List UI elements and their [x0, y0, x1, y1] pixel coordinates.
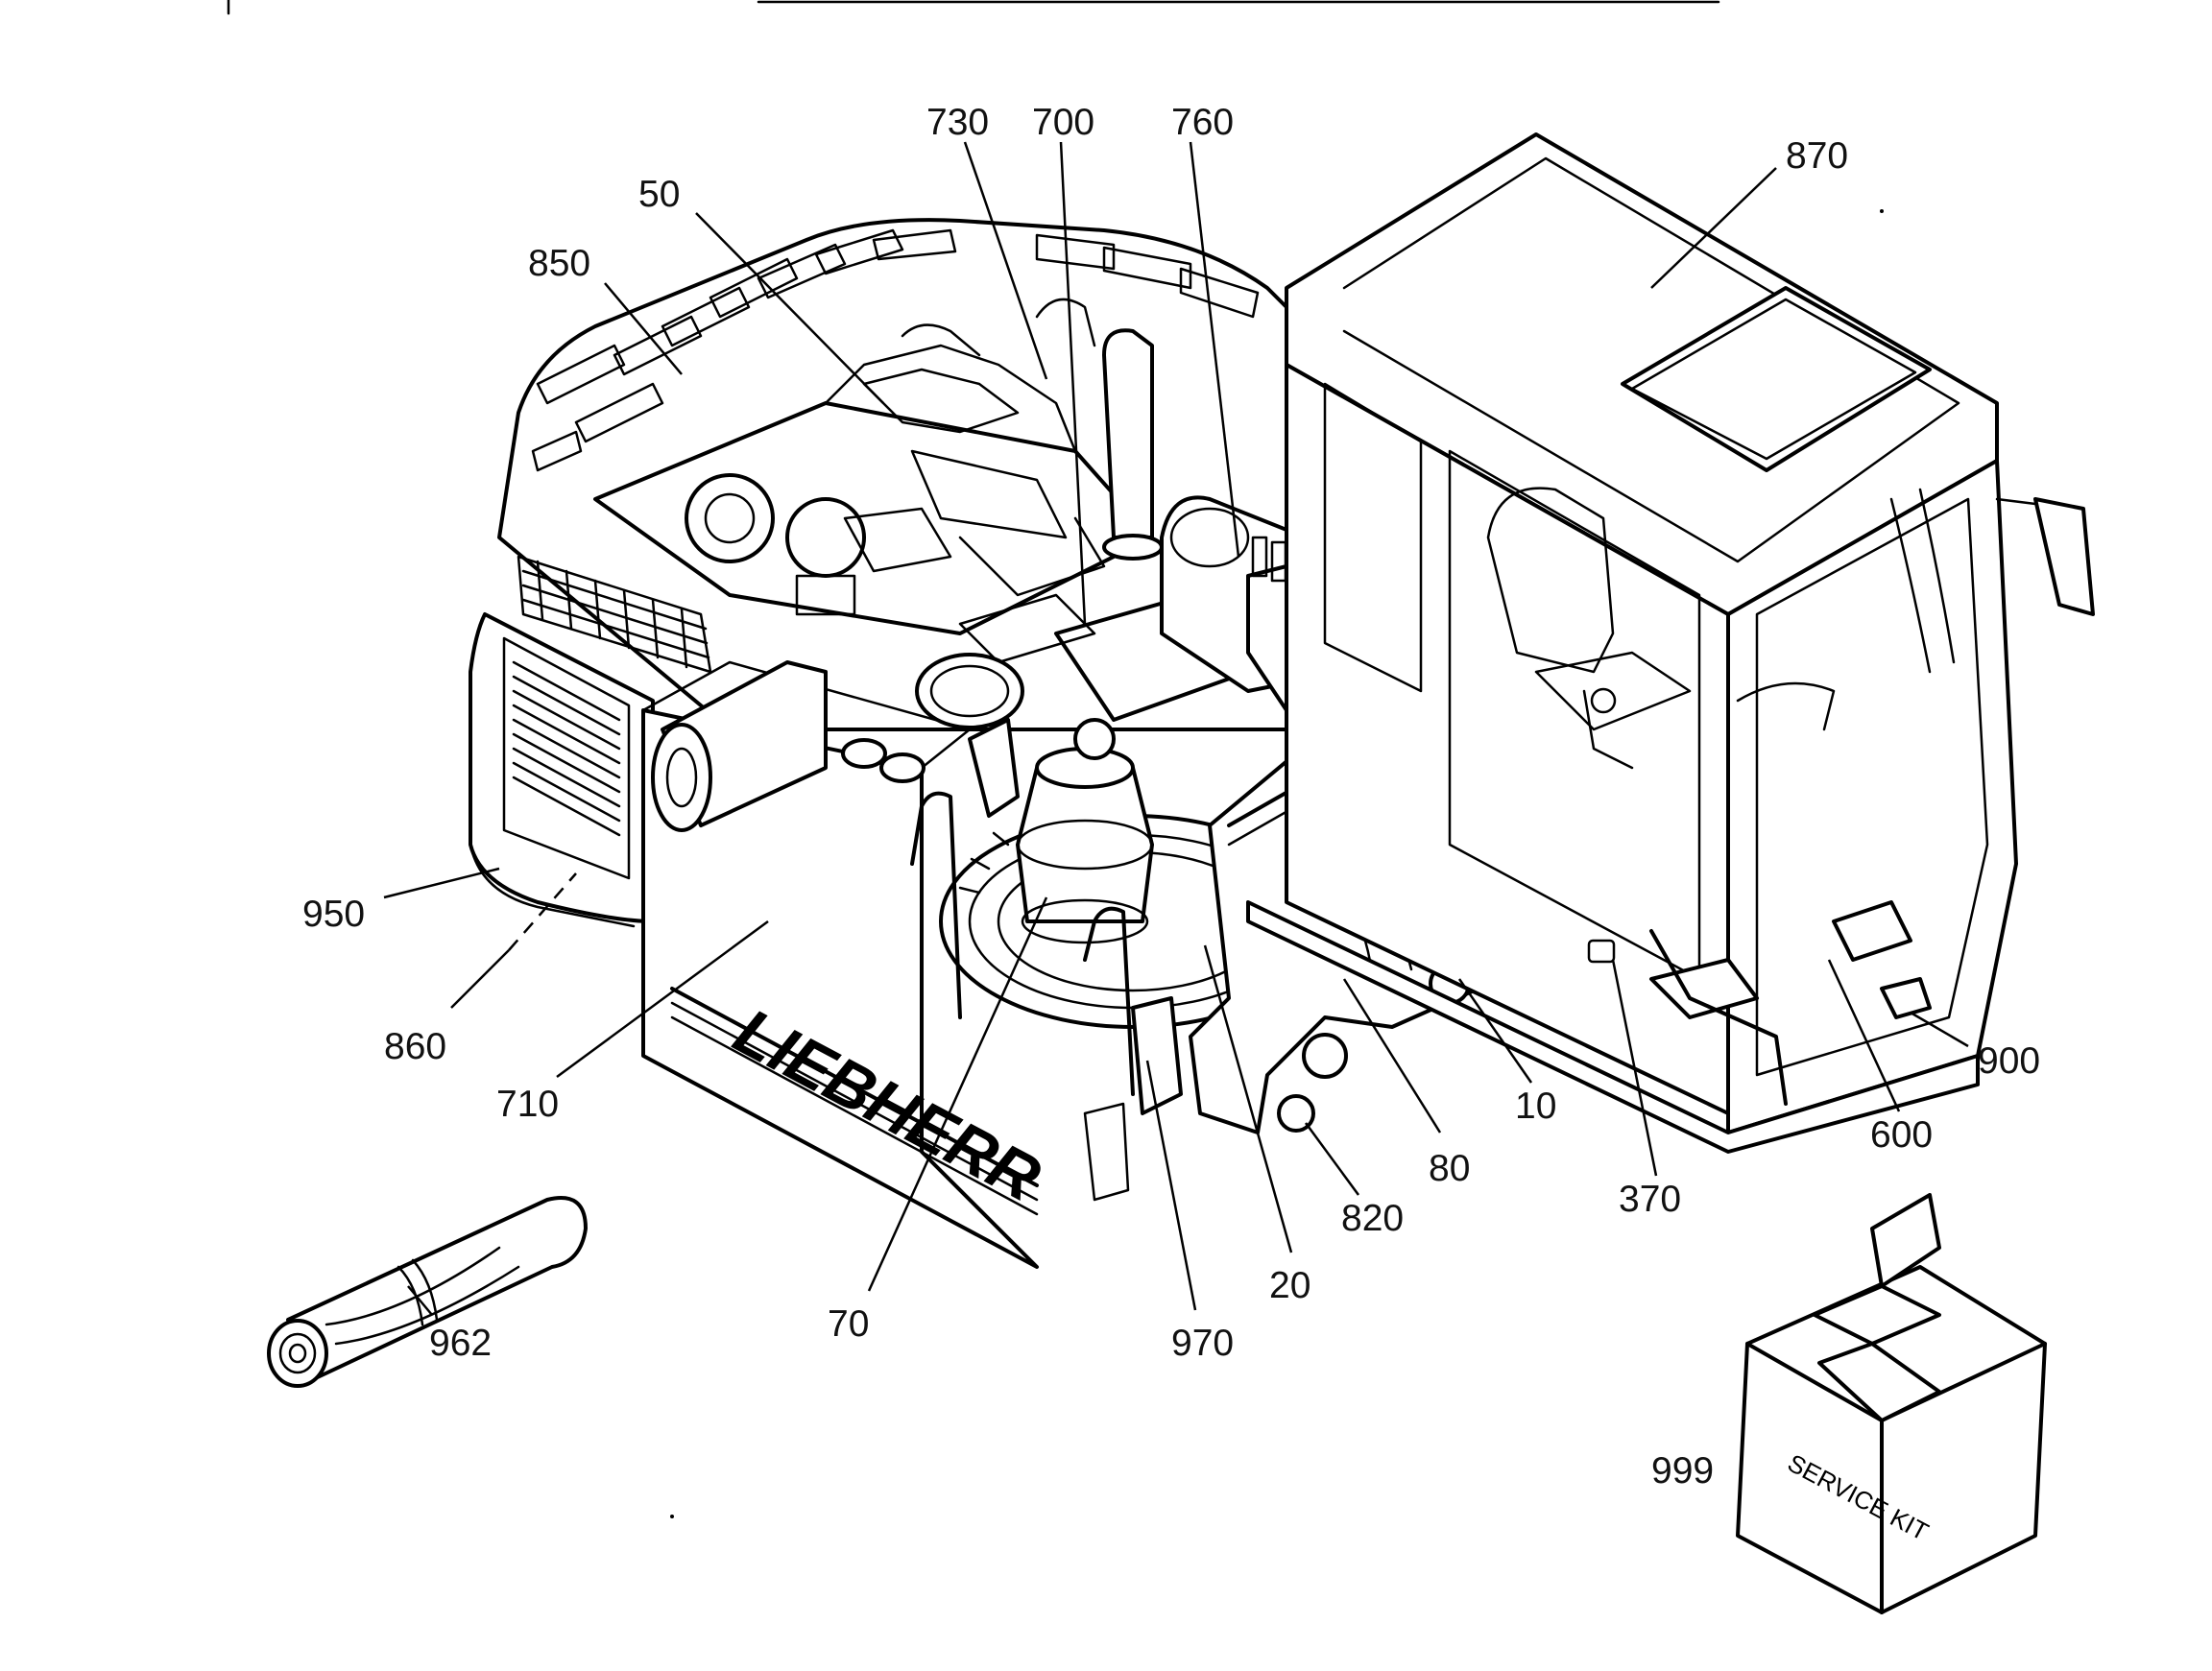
callout-labels: 730 700 760 870 50 850 950 860 710 900 1…	[302, 102, 2040, 1492]
callout-730: 730	[926, 102, 989, 143]
callout-900: 900	[1978, 1040, 2040, 1082]
callout-999: 999	[1651, 1450, 1714, 1492]
callout-20: 20	[1269, 1265, 1310, 1306]
callout-870: 870	[1786, 135, 1848, 177]
hand-rails	[910, 718, 1183, 1202]
hatch-cover	[841, 653, 1024, 783]
callout-820: 820	[1341, 1198, 1404, 1239]
callout-860: 860	[384, 1026, 446, 1067]
callout-70: 70	[828, 1303, 869, 1345]
leader-lines	[383, 141, 1969, 1316]
air-filter	[651, 660, 828, 832]
service-kit-box: SERVICE KIT	[1736, 1193, 2047, 1614]
callout-970: 970	[1171, 1323, 1234, 1364]
speck	[670, 1515, 674, 1518]
callout-850: 850	[528, 243, 590, 284]
callout-80: 80	[1429, 1148, 1470, 1189]
swing-motor	[1016, 718, 1154, 944]
callout-600: 600	[1870, 1114, 1933, 1156]
rolled-floor-mat	[267, 1196, 588, 1388]
callout-370: 370	[1619, 1179, 1681, 1220]
callout-950: 950	[302, 894, 365, 935]
callout-700: 700	[1032, 102, 1094, 143]
callout-710: 710	[496, 1084, 559, 1125]
engine-assembly	[593, 298, 1250, 722]
callout-962: 962	[429, 1323, 492, 1364]
callout-50: 50	[638, 174, 680, 215]
callout-760: 760	[1171, 102, 1234, 143]
operator-cab	[1246, 132, 2095, 1154]
speck	[1880, 209, 1884, 213]
rear-side-panel	[469, 612, 655, 928]
callout-10: 10	[1515, 1086, 1556, 1127]
